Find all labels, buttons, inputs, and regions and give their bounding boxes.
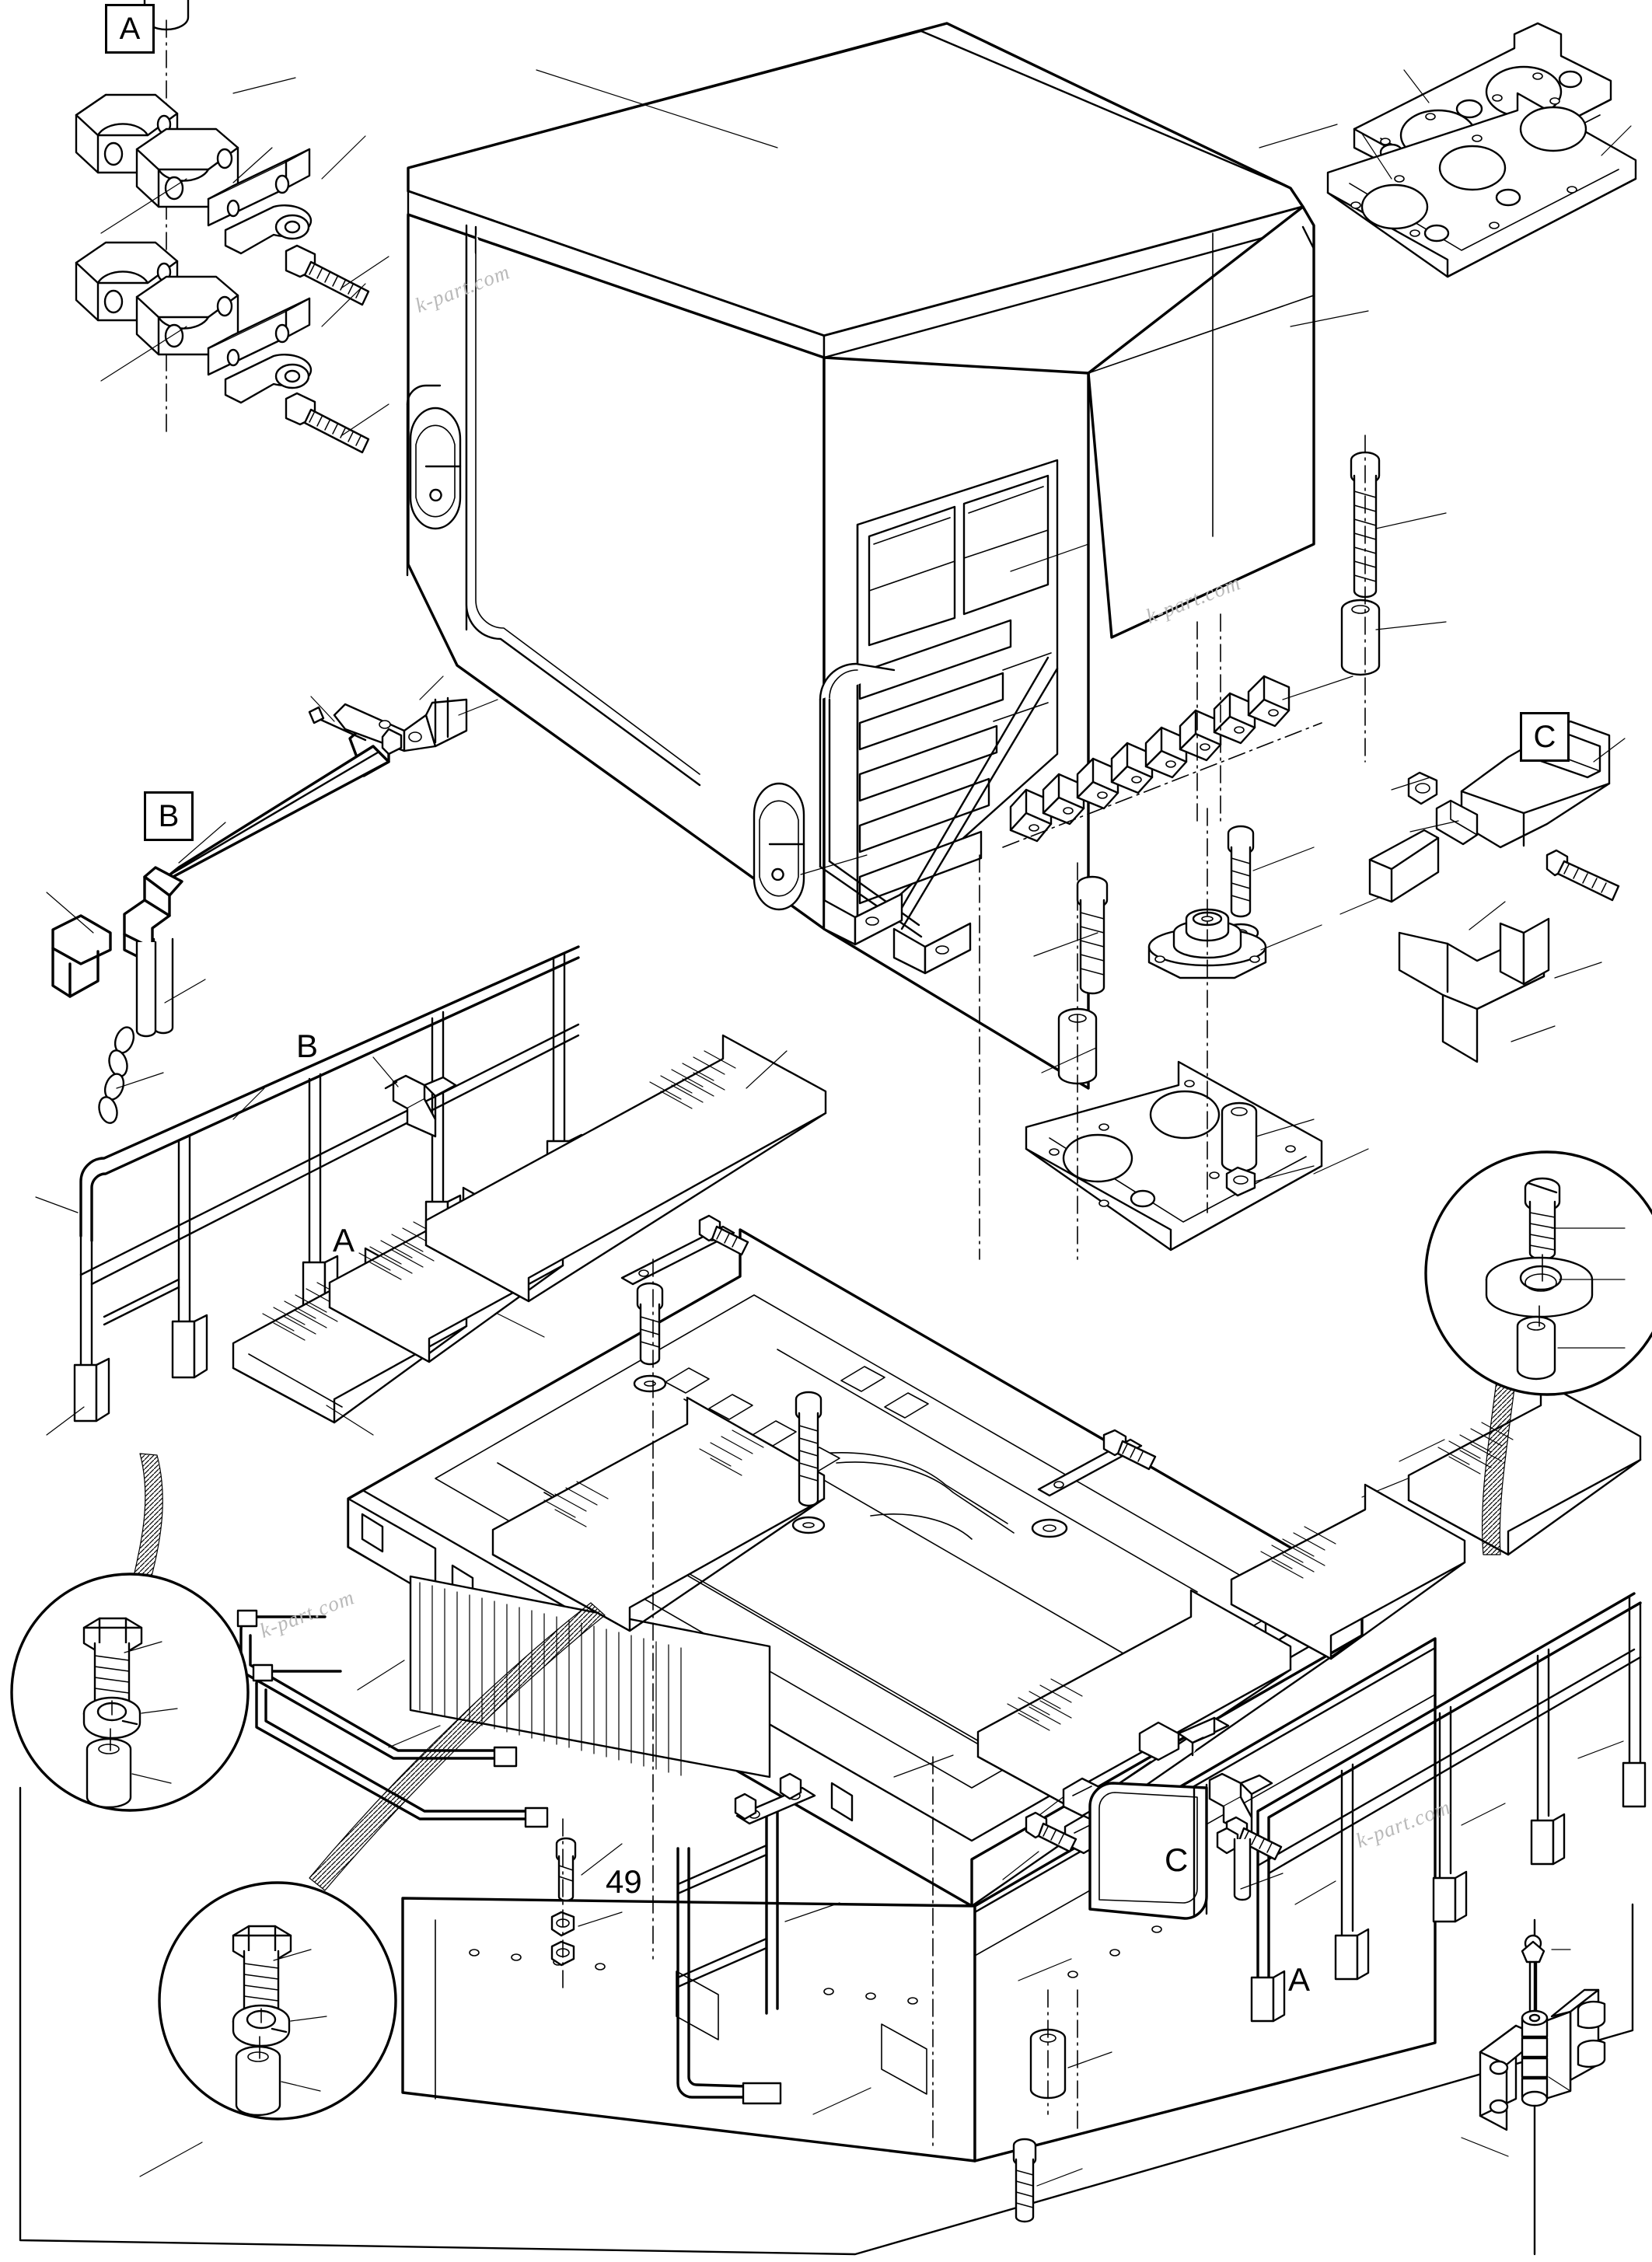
catwalk-right xyxy=(976,1379,1642,1826)
section-label-a-box: A xyxy=(105,4,155,54)
detail-bubble-upper-right xyxy=(1424,1150,1652,1555)
bracket-angle-set xyxy=(1002,675,1353,848)
clamp-bolt-lower xyxy=(285,392,370,454)
catwalk-left xyxy=(232,1034,827,1436)
mounting-plate-lower xyxy=(1326,92,1637,278)
door-latch-bracket xyxy=(1339,720,1626,1063)
rail-latch-bracket-left xyxy=(384,1074,457,1138)
support-rod xyxy=(46,675,498,1124)
deck-spacer-hardware xyxy=(1012,1989,1112,2223)
callout-label-a-left: A xyxy=(333,1222,355,1258)
cab-canopy xyxy=(406,22,1369,1090)
callout-label-b: B xyxy=(296,1028,319,1064)
section-label-c-box: C xyxy=(1520,712,1570,762)
callout-label-c: C xyxy=(1165,1841,1189,1878)
detail-bubble-lower-left xyxy=(10,1453,250,1812)
deck-bolt-a xyxy=(633,1282,667,1393)
callout-label-a-right: A xyxy=(1288,1961,1311,1998)
access-ladder xyxy=(676,1772,840,2105)
deck-bolt-b xyxy=(791,1391,826,1534)
clamp-block-set xyxy=(75,0,389,454)
callout-label-49: 49 xyxy=(606,1863,642,1900)
access-door-panel xyxy=(1088,1782,1208,1920)
clamp-bolt-upper xyxy=(285,244,370,306)
cab-mount-hardware-right xyxy=(1340,435,1447,763)
ladder-hardware xyxy=(550,1818,623,1991)
handrail-right xyxy=(1208,1592,1647,2023)
hinge-assembly xyxy=(1461,1934,1606,2157)
detail-bubble-lower-center xyxy=(158,1602,606,2121)
section-label-b-box: B xyxy=(144,791,194,841)
vibration-isolator xyxy=(979,613,1369,1260)
